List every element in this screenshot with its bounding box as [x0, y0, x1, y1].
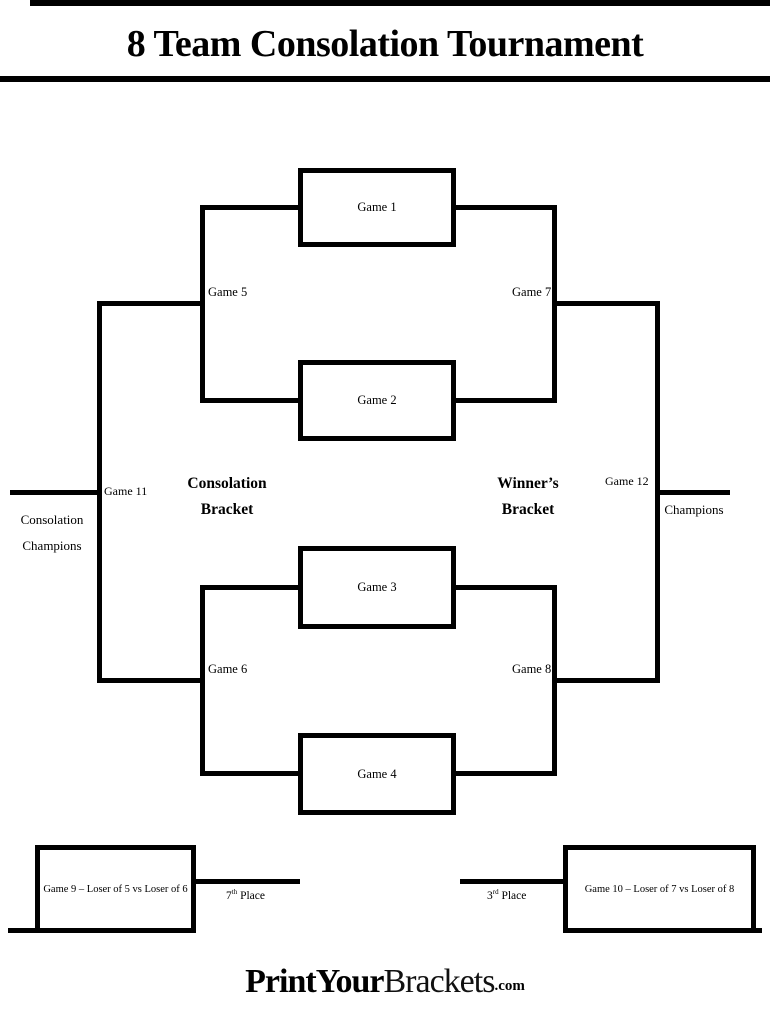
game12-winner-line — [655, 490, 730, 495]
winners-bracket-heading: Winner’s Bracket — [458, 471, 598, 523]
seventh-place-ordinal: th — [231, 888, 238, 896]
logo-dot-com: .com — [494, 978, 525, 994]
title-underline-rule — [0, 76, 770, 82]
game4-box: Game 4 — [298, 733, 456, 815]
game1-box: Game 1 — [298, 168, 456, 247]
seventh-place-number: 7 — [226, 889, 232, 902]
consolation-final-connector — [97, 301, 102, 683]
game12-label: Game 12 — [605, 474, 649, 488]
logo-brackets: Brackets — [383, 963, 495, 1000]
game5-label: Game 5 — [208, 285, 248, 299]
page-title: 8 Team Consolation Tournament — [126, 23, 644, 65]
winners-final-connector — [655, 301, 660, 683]
left-bottom-connector — [200, 585, 205, 776]
seventh-place-label: 7th Place — [226, 888, 265, 902]
consolation-champions-label: Consolation Champions — [6, 507, 98, 559]
winners-bracket-line1: Winner’s — [497, 475, 559, 492]
consolation-bracket-line2: Bracket — [200, 501, 254, 518]
game2-box: Game 2 — [298, 360, 456, 441]
game4-left-line — [200, 771, 298, 776]
print-your-brackets-logo: PrintYourBrackets.com — [0, 963, 770, 1001]
seventh-place-word: Place — [237, 889, 265, 902]
game9-label: Game 9 – Loser of 5 vs Loser of 6 — [43, 883, 188, 895]
game1-label: Game 1 — [357, 200, 397, 214]
game7-label: Game 7 — [512, 285, 552, 299]
game9-bottom-extension-line — [8, 928, 38, 933]
winners-bracket-line2: Bracket — [501, 501, 555, 518]
game1-right-line — [456, 205, 557, 210]
game8-winner-line — [552, 678, 660, 683]
game11-winner-line — [10, 490, 102, 495]
game3-left-line — [200, 585, 298, 590]
game11-label: Game 11 — [104, 484, 148, 498]
game2-right-line — [456, 398, 557, 403]
consolation-champions-line1: Consolation — [20, 512, 84, 527]
game4-label: Game 4 — [357, 766, 397, 781]
top-border-rule — [30, 0, 770, 6]
game2-left-line — [200, 398, 298, 403]
champions-label: Champions — [664, 502, 724, 517]
game6-winner-line — [97, 678, 205, 683]
seventh-place-line — [196, 879, 300, 884]
third-place-word: Place — [498, 889, 527, 902]
game5-winner-line — [97, 301, 205, 306]
game9-box: Game 9 – Loser of 5 vs Loser of 6 — [35, 845, 196, 933]
third-place-number: 3 — [487, 889, 493, 902]
game10-label: Game 10 – Loser of 7 vs Loser of 8 — [584, 883, 735, 895]
consolation-bracket-line1: Consolation — [187, 475, 267, 492]
game6-label: Game 6 — [208, 662, 248, 676]
game8-label: Game 8 — [512, 662, 552, 676]
game3-right-line — [456, 585, 557, 590]
game2-label: Game 2 — [357, 393, 397, 407]
game3-label: Game 3 — [357, 580, 397, 594]
game10-box: Game 10 – Loser of 7 vs Loser of 8 — [563, 845, 756, 933]
game3-box: Game 3 — [298, 546, 456, 629]
left-top-connector — [200, 205, 205, 403]
consolation-bracket-heading: Consolation Bracket — [157, 471, 297, 523]
game4-right-line — [456, 771, 557, 776]
logo-print-your: PrintYour — [245, 963, 384, 1000]
game1-left-line — [200, 205, 298, 210]
game7-winner-line — [552, 301, 660, 306]
third-place-label: 3rd Place — [487, 888, 526, 902]
right-top-connector — [552, 205, 557, 403]
right-bottom-connector — [552, 585, 557, 776]
consolation-champions-line2: Champions — [22, 538, 82, 553]
game10-bottom-extension-line — [753, 928, 762, 933]
third-place-ordinal: rd — [492, 888, 499, 896]
third-place-line — [460, 879, 563, 884]
